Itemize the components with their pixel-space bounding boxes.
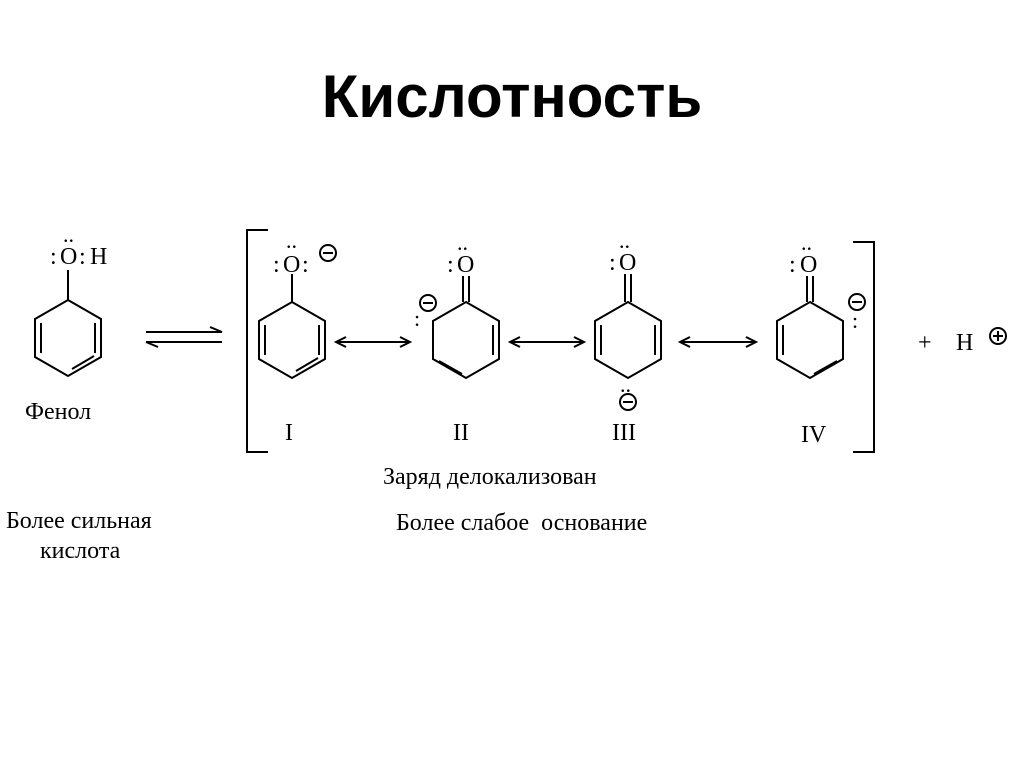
- charge-IV: [848, 293, 866, 311]
- III-o-atom: O: [619, 250, 636, 276]
- label-I: I: [285, 420, 293, 446]
- phenol-h-atom: H: [90, 244, 107, 270]
- caption-weaker-base: Более слабое основание: [396, 510, 647, 536]
- charge-I: [319, 244, 337, 262]
- IV-o-lone-pair-top: ..: [801, 230, 812, 255]
- phenol-name: Фенол: [25, 399, 91, 425]
- structure-III: [594, 274, 662, 380]
- phenol-o-lone-pair-top: ..: [63, 222, 74, 247]
- charge-II: [419, 294, 437, 312]
- resonance-arrow-1: [333, 336, 413, 348]
- I-o-atom: O: [283, 252, 300, 278]
- left-bracket: [246, 229, 268, 453]
- I-o-lone-pair-top: ..: [286, 228, 297, 253]
- IV-o-atom: O: [800, 252, 817, 278]
- caption-stronger-acid-line2: кислота: [40, 538, 121, 564]
- resonance-arrow-3: [677, 336, 759, 348]
- label-III: III: [612, 420, 636, 446]
- structure-II: [432, 276, 500, 380]
- plus-sign: +: [918, 330, 932, 356]
- IV-carbanion-lone-pair: :: [852, 308, 858, 333]
- phenol-ring: [34, 298, 102, 378]
- caption-delocalized: Заряд делокализован: [383, 464, 597, 490]
- phenol-o-lone-pair-right: :: [79, 244, 86, 270]
- IV-o-lone-pair-left: :: [789, 252, 796, 278]
- charge-proton: [989, 327, 1007, 345]
- structure-IV: [776, 276, 844, 380]
- II-carbanion-lone-pair: :: [414, 306, 420, 331]
- label-IV: IV: [801, 422, 827, 448]
- I-o-lone-pair-right: :: [302, 252, 309, 278]
- slide-title: Кислотность: [321, 63, 703, 130]
- right-bracket: [853, 241, 875, 453]
- resonance-arrow-2: [507, 336, 587, 348]
- proton-atom: H: [956, 330, 973, 356]
- phenol-o-lone-pair-left: :: [50, 244, 57, 270]
- label-II: II: [453, 420, 469, 446]
- III-o-lone-pair-left: :: [609, 250, 616, 276]
- caption-stronger-acid-line1: Более сильная: [6, 508, 152, 534]
- II-o-lone-pair-left: :: [447, 252, 454, 278]
- III-carbanion-lone-pair: ..: [620, 372, 631, 397]
- III-o-lone-pair-top: ..: [619, 228, 630, 253]
- structure-I: [258, 274, 326, 380]
- I-o-lone-pair-left: :: [273, 252, 280, 278]
- II-o-lone-pair-top: ..: [457, 230, 468, 255]
- II-o-atom: O: [457, 252, 474, 278]
- equilibrium-arrows: [145, 326, 223, 348]
- phenol-o-atom: O: [60, 244, 77, 270]
- charge-III: [619, 393, 637, 411]
- phenol-molecule: [34, 270, 102, 378]
